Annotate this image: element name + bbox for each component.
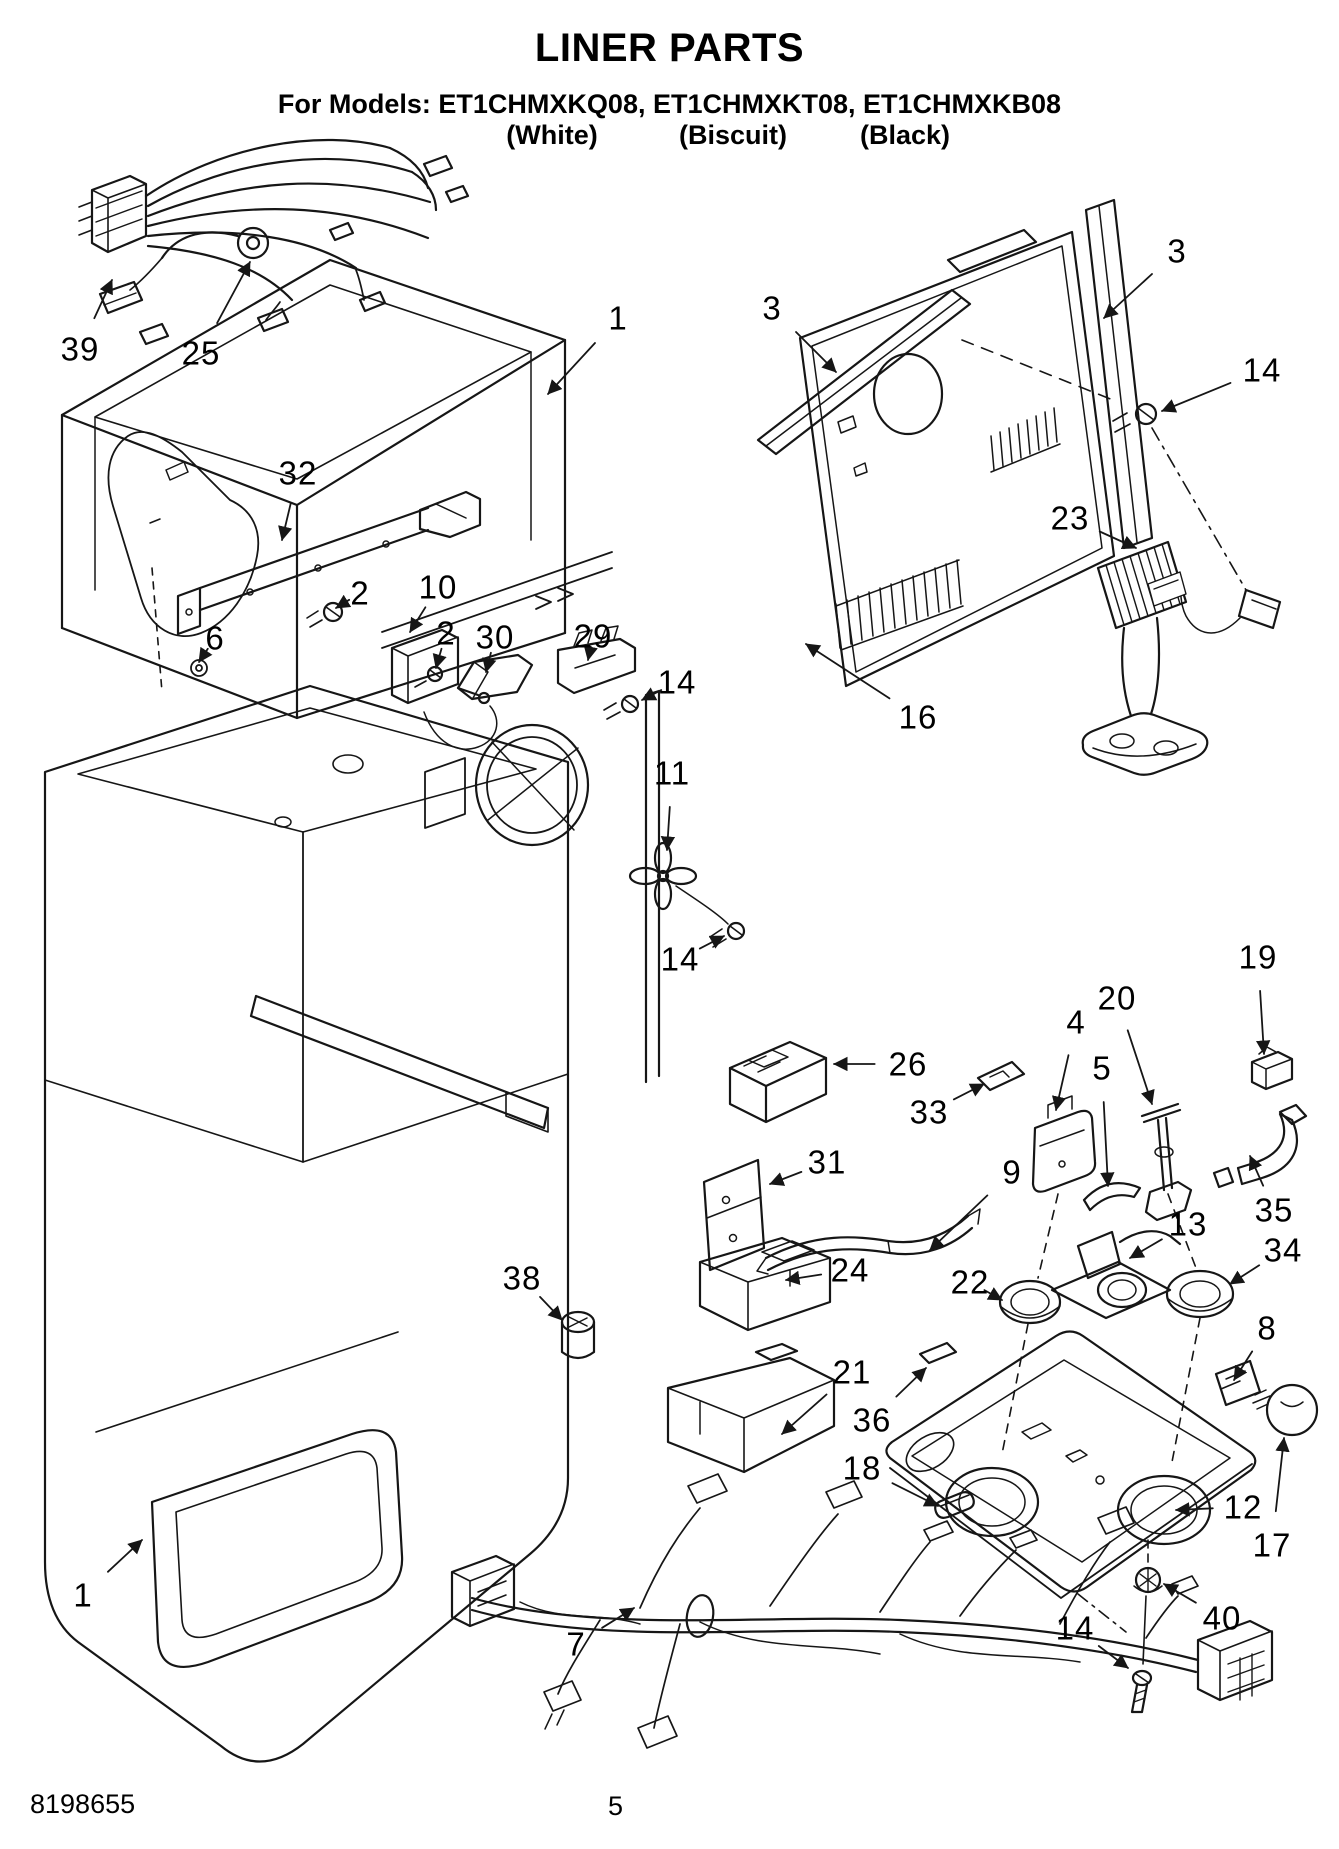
leader-lines — [93, 261, 1290, 1669]
callout-32: 32 — [278, 454, 318, 492]
page-title: LINER PARTS — [534, 26, 805, 70]
bottom-wire-harness-drawing — [450, 1473, 1274, 1749]
rear-panel-drawing — [756, 198, 1282, 776]
callout-31: 31 — [807, 1143, 847, 1181]
callout-20: 20 — [1097, 979, 1137, 1017]
finish-label-white: (White) — [506, 120, 598, 150]
callout-24: 24 — [830, 1251, 870, 1289]
callout-36: 36 — [852, 1401, 892, 1439]
callout-30: 30 — [475, 618, 515, 656]
callout-3: 3 — [1167, 232, 1187, 270]
thermostat-cluster-drawing — [306, 551, 637, 750]
models-line: For Models: ET1CHMXKQ08, ET1CHMXKT08, ET… — [277, 89, 1062, 119]
main-liner-drawing — [43, 684, 596, 1763]
gasket-drawing — [107, 431, 260, 693]
callout-40: 40 — [1202, 1599, 1242, 1637]
callout-34: 34 — [1263, 1231, 1303, 1269]
callout-14: 14 — [660, 940, 700, 978]
callout-11: 11 — [653, 754, 691, 792]
callout-4: 4 — [1066, 1003, 1086, 1041]
finish-label-black: (Black) — [859, 120, 951, 150]
fan-shroud-drawing — [424, 689, 746, 1084]
callout-18: 18 — [842, 1449, 882, 1487]
footer-doc-number: 8198655 — [30, 1789, 136, 1819]
callout-2: 2 — [436, 614, 456, 652]
callout-25: 25 — [181, 334, 221, 372]
mid-parts-drawing — [702, 1040, 1026, 1275]
callout-19: 19 — [1238, 938, 1278, 976]
callout-22: 22 — [950, 1263, 990, 1301]
callout-1: 1 — [73, 1576, 93, 1614]
callout-3: 3 — [762, 289, 782, 327]
callout-14: 14 — [1055, 1609, 1095, 1647]
callout-26: 26 — [888, 1045, 928, 1083]
duct-drawing — [666, 1236, 975, 1519]
callout-9: 9 — [1002, 1153, 1022, 1191]
callout-35: 35 — [1254, 1191, 1294, 1229]
callout-5: 5 — [1092, 1049, 1112, 1087]
callout-14: 14 — [657, 663, 697, 701]
freezer-liner-drawing — [60, 258, 567, 720]
top-wire-harness-drawing — [78, 138, 470, 346]
bracket-32-drawing — [176, 490, 482, 636]
callout-17: 17 — [1252, 1526, 1292, 1564]
callout-8: 8 — [1257, 1309, 1277, 1347]
callout-21: 21 — [832, 1353, 872, 1391]
callout-2: 2 — [350, 574, 370, 612]
callout-29: 29 — [573, 617, 613, 655]
callout-39: 39 — [60, 330, 100, 368]
callout-14: 14 — [1242, 351, 1282, 389]
finish-label-biscuit: (Biscuit) — [679, 120, 787, 150]
callout-13: 13 — [1168, 1205, 1208, 1243]
footer-page-number: 5 — [608, 1791, 624, 1821]
callout-33: 33 — [909, 1093, 949, 1131]
damper-cluster-drawing — [998, 1046, 1308, 1463]
callout-7: 7 — [566, 1625, 586, 1663]
callout-12: 12 — [1223, 1488, 1263, 1526]
callout-38: 38 — [502, 1259, 542, 1297]
callout-16: 16 — [898, 698, 938, 736]
callout-1: 1 — [608, 299, 628, 337]
callout-10: 10 — [418, 568, 458, 606]
callout-23: 23 — [1050, 499, 1090, 537]
callout-6: 6 — [205, 619, 225, 657]
